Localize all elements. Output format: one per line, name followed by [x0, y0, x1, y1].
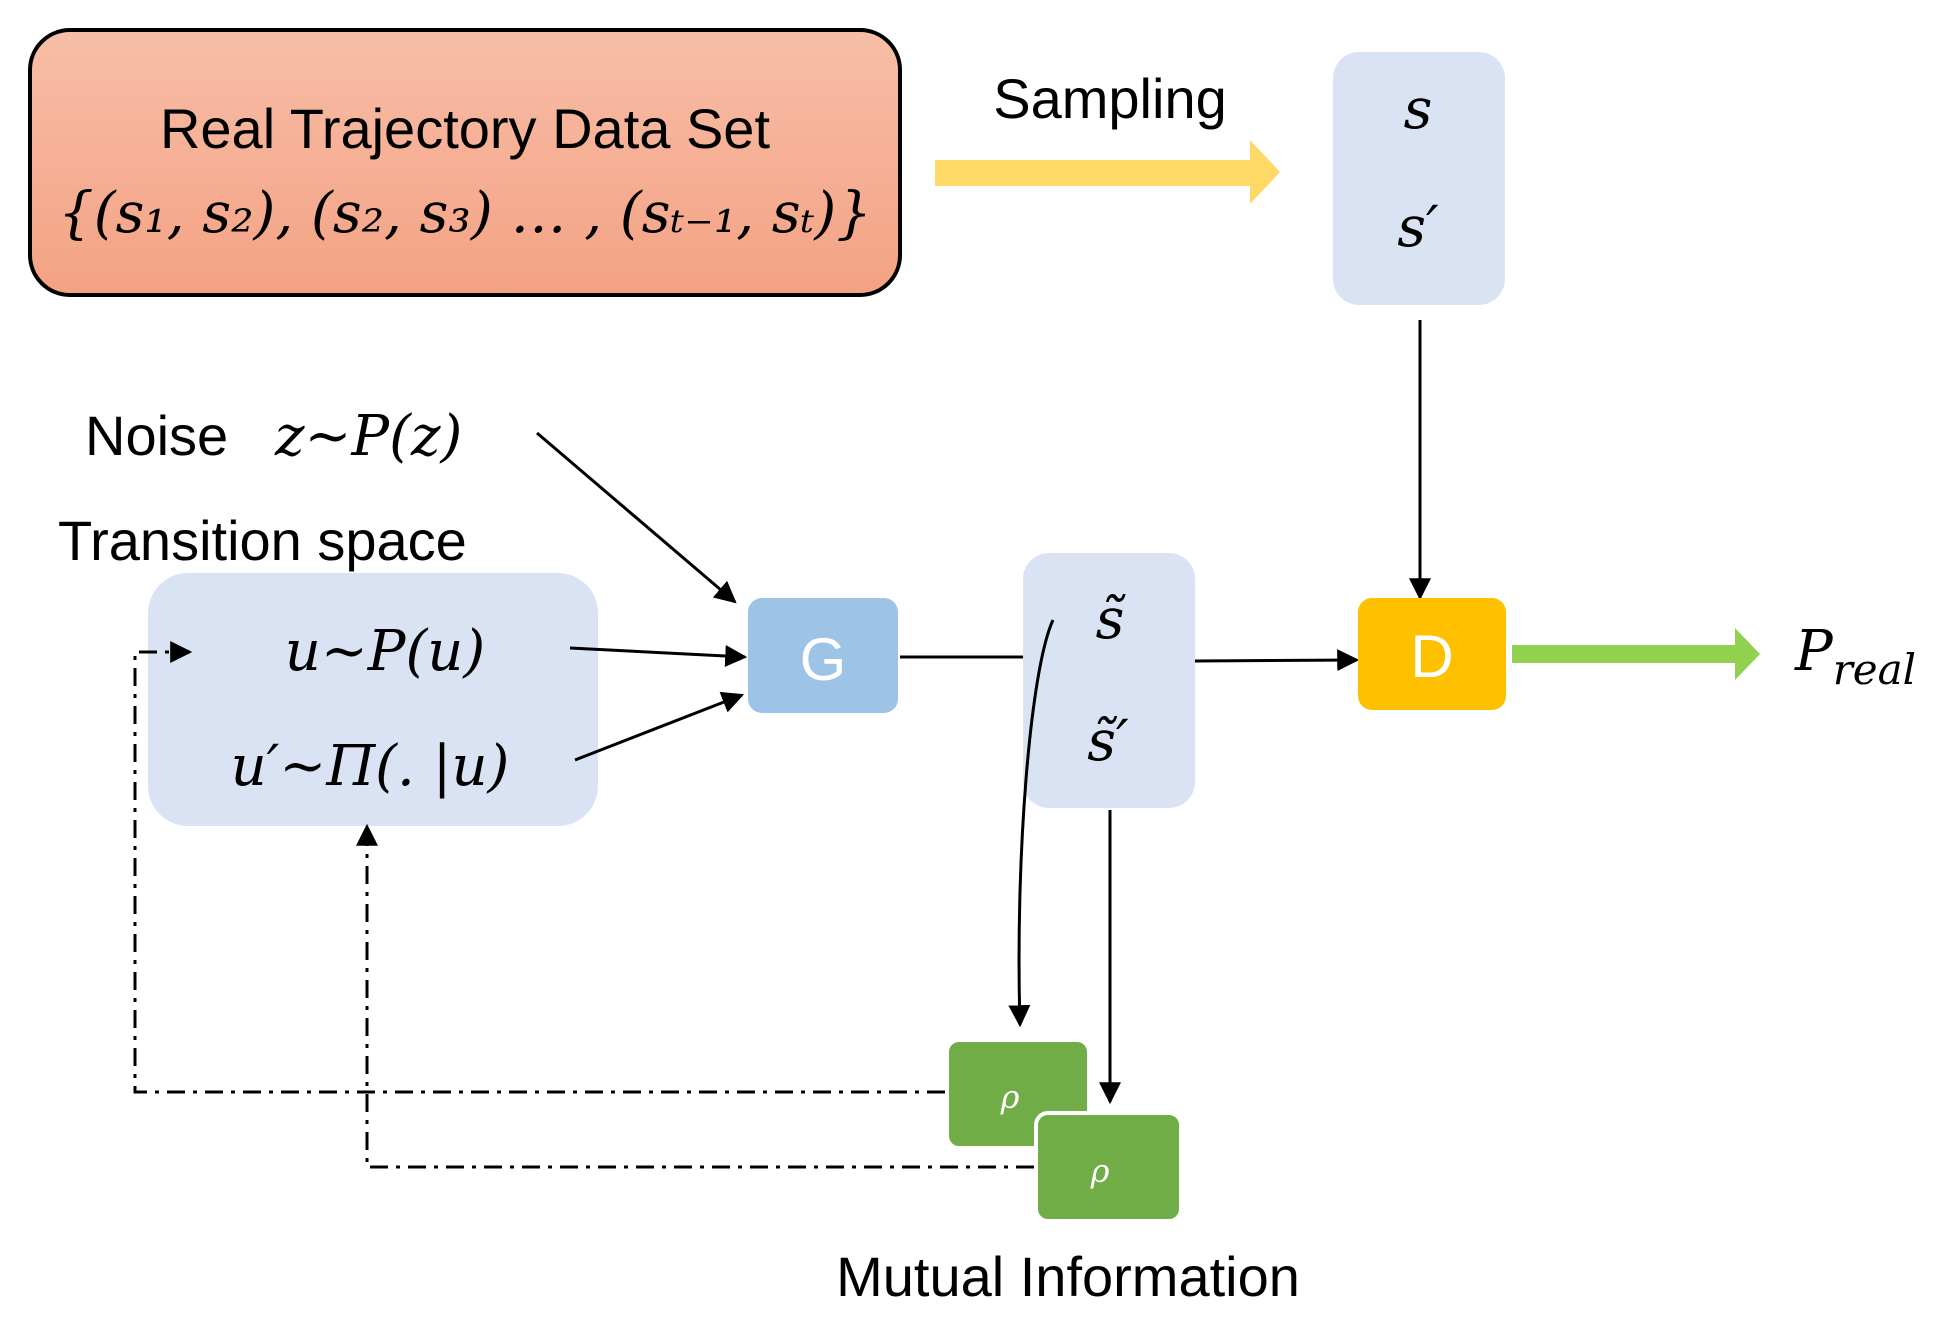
transition-box [148, 573, 598, 826]
generator-label: G [800, 626, 847, 693]
discriminator-label: D [1410, 623, 1453, 690]
feedback-rho1-to-u [133, 641, 945, 1094]
arrow-noise-to-g [536, 431, 737, 604]
generated-s-tilde-prime: s̃′ [1087, 709, 1129, 774]
generator-box [748, 598, 898, 713]
sampling-label: Sampling [993, 67, 1226, 130]
sampling-arrow [935, 140, 1280, 204]
arrow-uprime-to-g [574, 691, 745, 762]
sample-box [1333, 52, 1505, 305]
dataset-formula: {(s₁, s₂), (s₂, s₃) … , (sₜ₋₁, sₜ)} [58, 181, 872, 246]
transition-u-prime: u′~Π(. |u) [231, 734, 510, 799]
mi-label: Mutual Information [836, 1245, 1300, 1308]
output-p-real: Preal [1794, 619, 1916, 694]
generated-box [1023, 553, 1195, 808]
sample-s: s [1404, 77, 1433, 142]
noise-formula: z~P(z) [274, 404, 462, 469]
mi-rho-1: ρ [1000, 1078, 1020, 1116]
dataset-box [28, 28, 902, 297]
mi-rho-2: ρ [1090, 1152, 1110, 1190]
feedback-rho2-to-uprime [356, 823, 1034, 1169]
arrow-generated-to-d [1194, 649, 1360, 672]
output-arrow [1512, 628, 1760, 680]
discriminator-box [1358, 598, 1506, 710]
generated-s-tilde: s̃ [1096, 587, 1127, 652]
sample-s-prime: s′ [1397, 195, 1439, 260]
mi-box-2 [1034, 1111, 1183, 1223]
dataset-title: Real Trajectory Data Set [160, 97, 770, 160]
arrow-s-tilde-to-rho1 [1008, 619, 1055, 1028]
noise-label: Noise [85, 404, 228, 467]
arrow-u-to-g [569, 644, 748, 667]
transition-u: u~P(u) [285, 619, 485, 684]
transition-label: Transition space [58, 509, 467, 572]
